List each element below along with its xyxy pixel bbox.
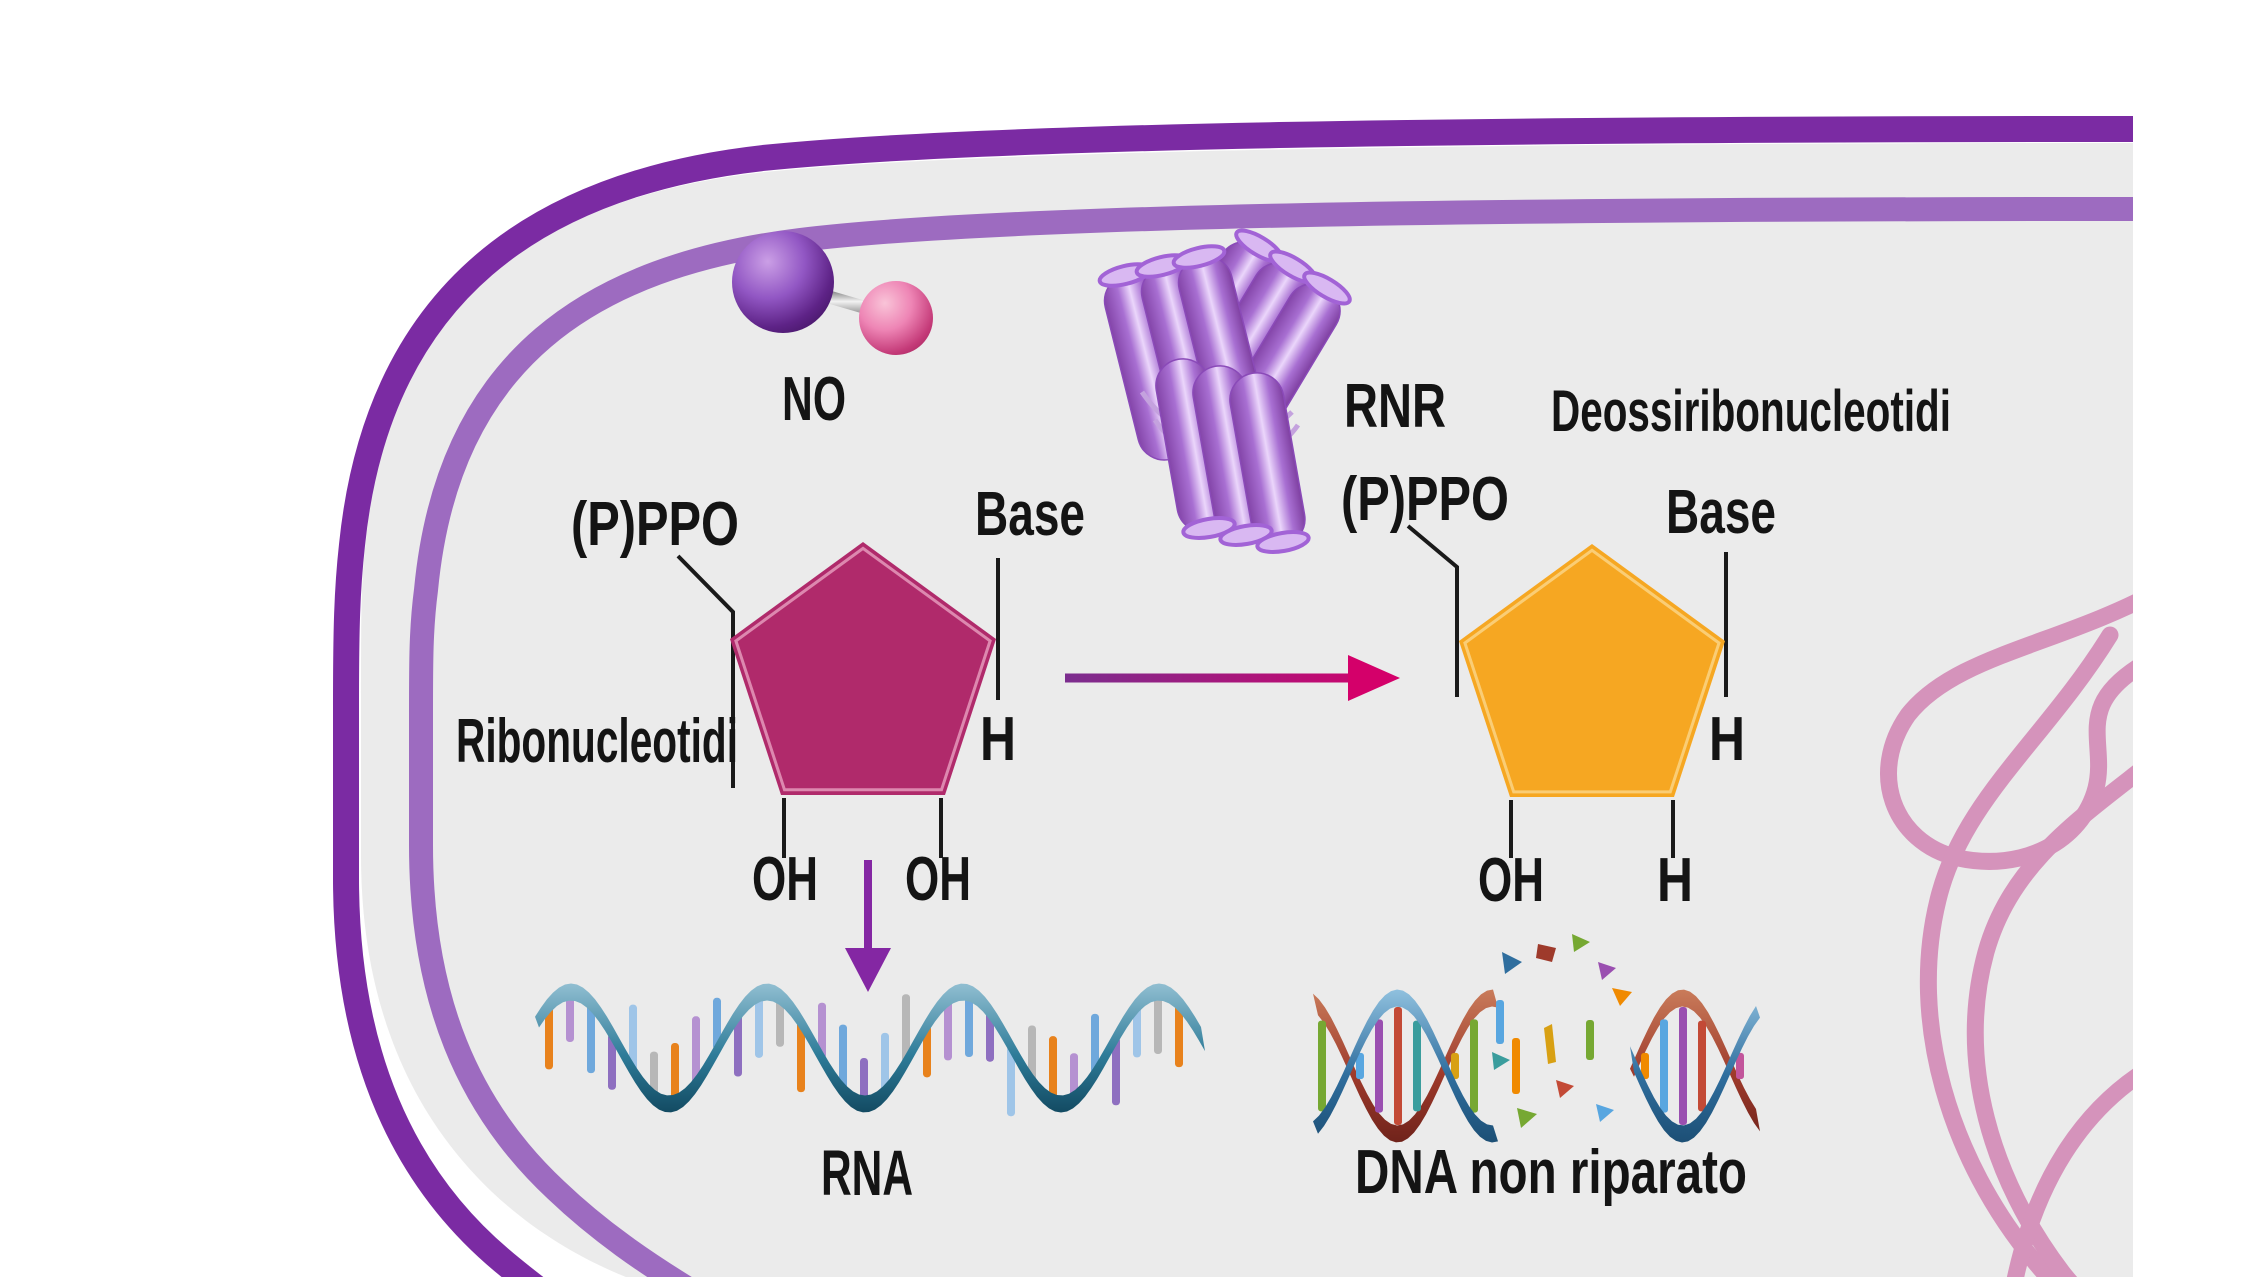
- deoxyribonucleotide-base-label: Base: [1666, 478, 1776, 547]
- no-label: NO: [782, 365, 846, 434]
- nitrogen-sphere: [732, 231, 834, 333]
- enzyme-label: RNR: [1344, 372, 1446, 441]
- ribonucleotide-name-label: Ribonucleotidi: [456, 707, 738, 776]
- rna-arrow: [845, 860, 891, 992]
- cell-membrane-inner: [409, 197, 2134, 1277]
- no-molecule-illustration: [732, 231, 933, 355]
- deoxyribonucleotide-h-side-label: H: [1709, 705, 1745, 774]
- nucleoid-squiggle: [1880, 594, 2133, 1277]
- deoxyribonucleotide-connectors: [1406, 524, 1728, 858]
- ribonucleotide-oh-right-label: OH: [905, 845, 971, 914]
- phosphate-line-left: [676, 554, 735, 788]
- dna-label: DNA non riparato: [1355, 1138, 1747, 1207]
- deoxyribonucleotide-oh-label: OH: [1478, 846, 1544, 915]
- ribonucleotide-h-label: H: [980, 705, 1016, 774]
- dna-debris: [1492, 934, 1632, 1128]
- deoxyribose-pentagon: [1459, 544, 1725, 797]
- ribonucleotide-oh-left-label: OH: [752, 845, 818, 914]
- ribose-pentagon: [730, 542, 996, 795]
- cell-membrane-outer: [333, 116, 2134, 1277]
- deoxyribonucleotide-title: Deossiribonucleotidi: [1551, 379, 1951, 444]
- phosphate-line-right: [1406, 524, 1459, 697]
- rna-helix-illustration: [535, 983, 1205, 1117]
- deoxyribonucleotide-phosphate-label: (P)PPO: [1341, 465, 1509, 534]
- rnr-enzyme-illustration: [1097, 228, 1352, 554]
- reaction-arrow: [1065, 655, 1400, 701]
- ribonucleotide-phosphate-label: (P)PPO: [571, 490, 739, 559]
- dna-broken-illustration: [1313, 934, 1760, 1143]
- ribonucleotide-base-label: Base: [975, 480, 1085, 549]
- ribonucleotide-connectors: [676, 554, 1000, 858]
- oxygen-sphere: [859, 281, 933, 355]
- rna-label: RNA: [821, 1137, 913, 1209]
- deoxyribonucleotide-h-bottom-label: H: [1657, 846, 1693, 915]
